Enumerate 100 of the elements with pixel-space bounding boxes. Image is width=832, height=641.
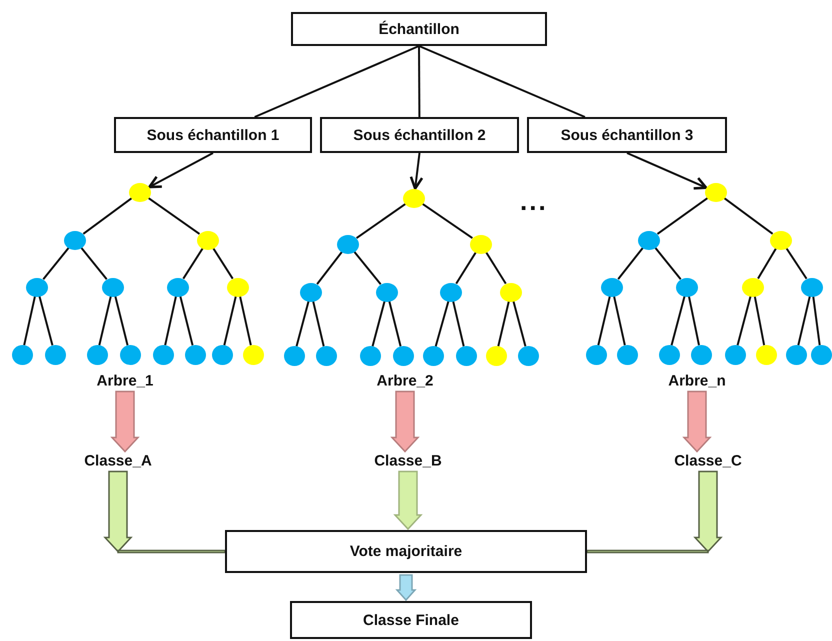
connector-line xyxy=(23,296,36,346)
tree-node-circle xyxy=(403,188,425,208)
connector-line xyxy=(388,301,402,347)
text-box: Échantillon xyxy=(291,12,547,46)
text-box: Sous échantillon 2 xyxy=(320,117,519,153)
connector-line xyxy=(223,296,237,346)
tree-node-circle xyxy=(486,346,506,366)
connector-line xyxy=(98,296,112,346)
tree-node-circle xyxy=(690,345,712,365)
tree-node-circle xyxy=(197,230,219,250)
tree-node-circle xyxy=(586,345,606,365)
tree-node-circle xyxy=(44,345,66,365)
connector-line xyxy=(797,296,811,346)
connector-line xyxy=(42,247,70,280)
block-arrow xyxy=(586,470,723,554)
connector-line xyxy=(148,197,200,235)
connector-line xyxy=(736,296,752,346)
tree-node-circle xyxy=(470,234,492,254)
tree-node-circle xyxy=(284,346,304,366)
tree-node-circle xyxy=(316,346,336,366)
tree-node-circle xyxy=(392,346,414,366)
node-label: Arbre_n xyxy=(668,372,726,390)
connector-line xyxy=(212,248,234,280)
tree-node-circle xyxy=(638,230,660,250)
block-arrow xyxy=(682,390,712,453)
text-box: Sous échantillon 3 xyxy=(527,117,727,153)
connector-line xyxy=(114,296,129,346)
block-arrow xyxy=(103,470,226,554)
tree-node-circle xyxy=(300,282,322,302)
connector-line xyxy=(312,301,325,346)
node-label: Arbre_1 xyxy=(96,372,154,390)
connector-line xyxy=(455,252,477,284)
connector-line xyxy=(354,251,382,285)
tree-node-circle xyxy=(167,278,189,296)
tree-node-circle xyxy=(770,230,792,250)
connector-line xyxy=(613,296,626,346)
connector-line xyxy=(179,296,194,346)
connector-line xyxy=(670,296,686,346)
tree-node-circle xyxy=(129,182,151,202)
connector-line xyxy=(164,296,177,346)
connector-line xyxy=(418,46,420,117)
tree-node-circle xyxy=(724,345,746,365)
tree-node-circle xyxy=(742,278,764,296)
tree-node-circle xyxy=(518,346,538,366)
connector-line xyxy=(316,251,343,285)
connector-line xyxy=(512,301,526,347)
connector-line xyxy=(82,197,132,235)
connector-line xyxy=(38,296,54,346)
connector-line xyxy=(485,252,507,284)
connector-line xyxy=(688,296,700,346)
tree-node-circle xyxy=(616,345,638,365)
connector-line xyxy=(786,248,808,280)
tree-node-circle xyxy=(152,345,174,365)
connector-line xyxy=(434,300,450,347)
connector-line xyxy=(452,301,465,346)
connector-line xyxy=(757,248,777,280)
connector-line xyxy=(254,45,420,118)
tree-node-circle xyxy=(212,345,232,365)
tree-node-circle xyxy=(12,345,32,365)
connector-line xyxy=(422,203,473,239)
tree-node-circle xyxy=(705,182,727,202)
tree-node-circle xyxy=(227,278,249,296)
tree-node-circle xyxy=(376,282,398,302)
connector-line xyxy=(724,197,774,235)
tree-node-circle xyxy=(422,346,444,366)
text-box: Classe Finale xyxy=(290,601,532,639)
text-box: Sous échantillon 1 xyxy=(114,117,312,153)
node-label: Arbre_2 xyxy=(376,372,434,390)
connector-line xyxy=(239,296,252,346)
connector-line xyxy=(356,203,406,239)
tree-node-circle xyxy=(440,282,462,302)
text-box: Vote majoritaire xyxy=(225,530,587,573)
tree-node-circle xyxy=(337,234,359,254)
tree-node-circle xyxy=(756,345,776,365)
tree-node-circle xyxy=(500,282,522,302)
connector-line xyxy=(296,301,310,347)
connector-line xyxy=(497,301,510,346)
tree-node-circle xyxy=(64,230,86,250)
block-arrow xyxy=(395,574,417,602)
arrow xyxy=(410,152,424,190)
block-arrow xyxy=(393,470,423,530)
arrow xyxy=(148,152,214,188)
block-arrow xyxy=(110,390,140,453)
tree-node-circle xyxy=(184,345,206,365)
tree-node-circle xyxy=(102,278,124,296)
connector-line xyxy=(597,296,611,346)
tree-node-circle xyxy=(242,345,264,365)
arrow xyxy=(626,152,708,190)
tree-node-circle xyxy=(676,278,698,296)
tree-node-circle xyxy=(786,345,806,365)
tree-node-circle xyxy=(810,345,832,365)
tree-node-circle xyxy=(360,346,380,366)
connector-line xyxy=(812,296,821,346)
ellipsis-label: ... xyxy=(520,186,548,217)
block-arrow xyxy=(390,390,420,453)
connector-line xyxy=(182,248,204,280)
connector-line xyxy=(754,296,766,346)
connector-line xyxy=(80,247,108,280)
connector-line xyxy=(617,247,644,280)
tree-node-circle xyxy=(26,278,48,296)
